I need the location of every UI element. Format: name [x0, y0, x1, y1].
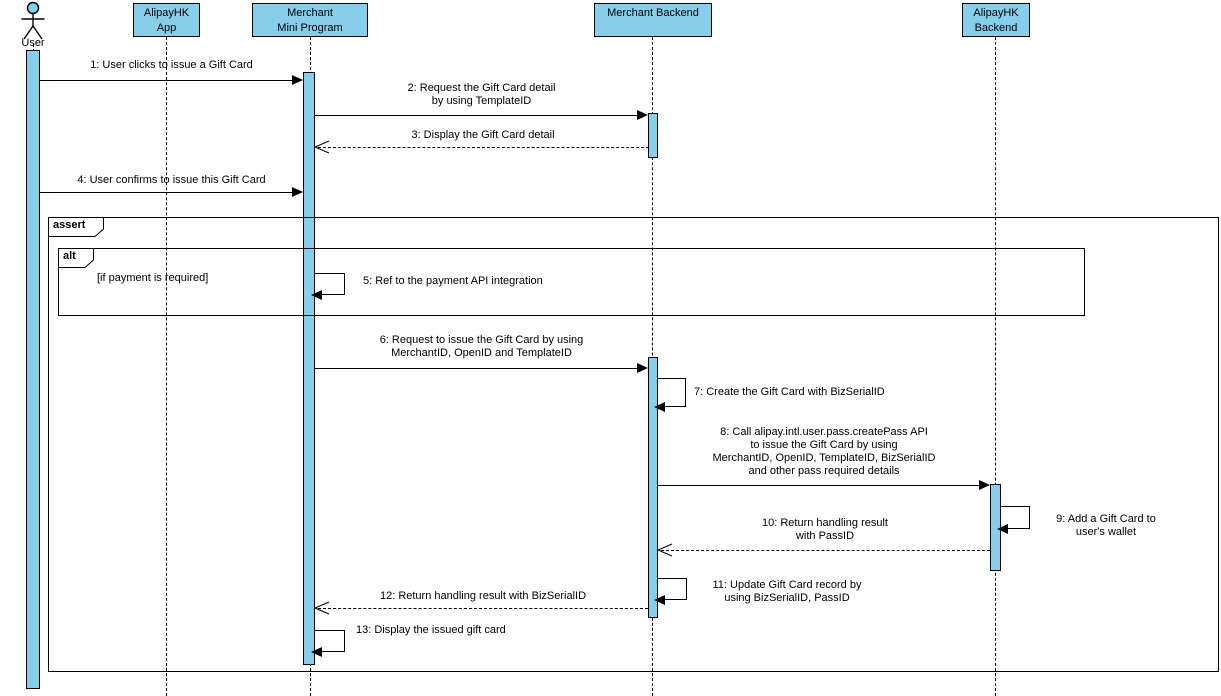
message-9-arrowhead — [997, 524, 1008, 534]
message-6-label: 6: Request to issue the Gift Card by usi… — [379, 334, 584, 359]
message-8-arrowhead — [979, 480, 990, 490]
frame-alt: alt — [58, 248, 1085, 316]
participant-merchant-backend: Merchant Backend — [594, 3, 712, 37]
lifeline-alipayhk-app — [166, 37, 167, 696]
message-11-self-loop — [654, 578, 687, 605]
message-12-label: 12: Return handling result with BizSeria… — [379, 590, 587, 602]
message-2-line — [315, 115, 637, 116]
frame-alt-label: alt — [63, 250, 76, 262]
message-7-self-loop — [654, 378, 686, 412]
message-11-arrowhead — [654, 595, 665, 605]
message-4-line — [40, 192, 293, 193]
activation-merchant-mini-program — [303, 72, 315, 665]
message-12-open-arrowhead — [314, 601, 330, 615]
message-11-label: 11: Update Gift Card record by using Biz… — [712, 579, 862, 604]
message-1-line — [40, 80, 293, 81]
message-5-self-loop — [311, 273, 345, 300]
participant-alipayhk-backend: AlipayHK Backend — [962, 3, 1030, 37]
message-9-label: 9: Add a Gift Card to user's wallet — [1056, 513, 1156, 538]
activation-merchant-backend-2 — [648, 357, 658, 618]
actor-user-icon — [21, 1, 45, 40]
message-4-label: 4: User confirms to issue this Gift Card — [77, 174, 266, 186]
message-10-line — [661, 550, 990, 551]
message-2-arrowhead — [637, 110, 648, 120]
message-6-arrowhead — [637, 363, 648, 373]
alt-guard-label: [if payment is required] — [97, 272, 209, 284]
message-5-arrowhead — [311, 290, 322, 300]
message-13-arrowhead — [311, 647, 322, 657]
message-9-self-loop — [997, 506, 1030, 534]
message-7-arrowhead — [654, 402, 665, 412]
message-1-arrowhead — [292, 75, 303, 85]
activation-merchant-backend-1 — [648, 113, 658, 158]
frame-alt-tab: alt — [58, 248, 94, 268]
frame-assert-label: assert — [53, 219, 86, 231]
message-8-line — [658, 485, 980, 486]
message-10-label: 10: Return handling result with PassID — [762, 517, 888, 542]
message-5-label: 5: Ref to the payment API integration — [363, 275, 543, 287]
message-13-self-loop — [311, 630, 345, 657]
message-12-line — [318, 608, 648, 609]
actor-user-label: User — [21, 37, 45, 49]
message-8-label: 8: Call alipay.intl.user.pass.createPass… — [712, 426, 936, 477]
participant-alipayhk-app: AlipayHK App — [133, 3, 200, 37]
message-10-open-arrowhead — [657, 543, 673, 557]
activation-user — [26, 50, 40, 689]
lifeline-alipayhk-backend — [995, 37, 996, 696]
message-13-label: 13: Display the issued gift card — [356, 624, 506, 636]
frame-assert: assert — [48, 217, 1219, 672]
message-1-label: 1: User clicks to issue a Gift Card — [90, 59, 253, 71]
message-7-label: 7: Create the Gift Card with BizSerialID — [694, 386, 885, 398]
message-3-line — [318, 147, 649, 148]
message-3-open-arrowhead — [314, 140, 330, 154]
message-6-line — [315, 368, 637, 369]
frame-assert-tab: assert — [48, 217, 104, 237]
message-3-label: 3: Display the Gift Card detail — [411, 129, 555, 141]
message-4-arrowhead — [292, 187, 303, 197]
participant-merchant-mini-program: Merchant Mini Program — [252, 3, 368, 37]
message-2-label: 2: Request the Gift Card detail by using… — [407, 82, 556, 107]
